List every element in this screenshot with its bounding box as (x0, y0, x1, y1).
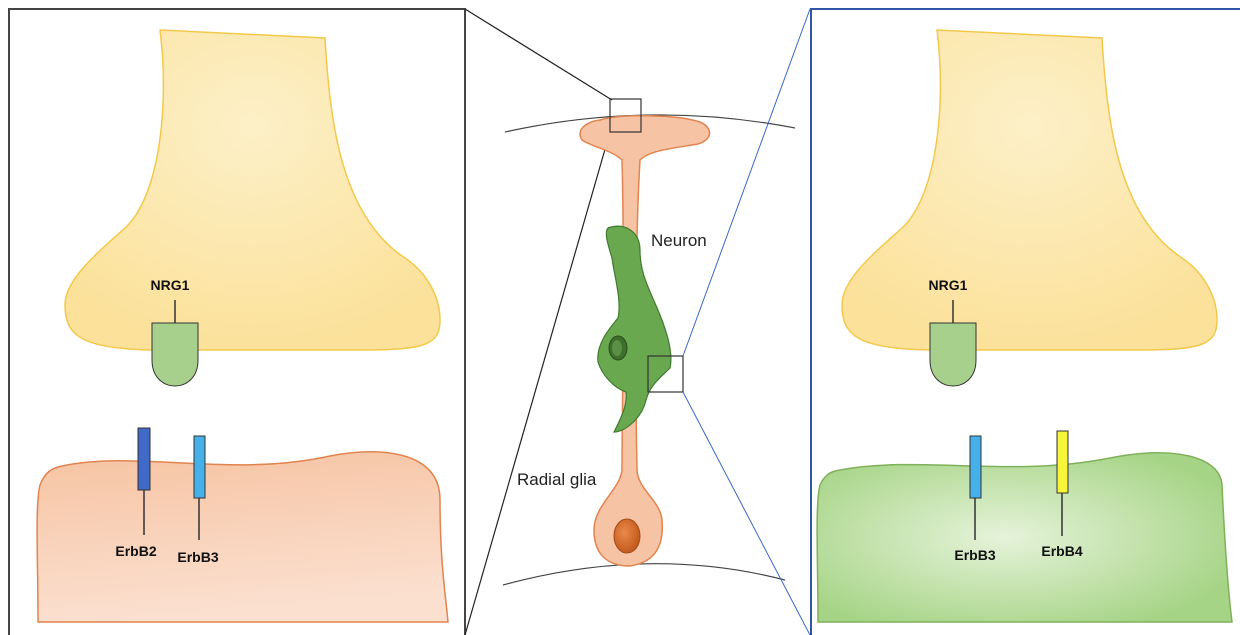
neuron-nucleolus (612, 340, 622, 356)
right-neuron-membrane (817, 453, 1232, 622)
left-erbb3-receptor (194, 436, 205, 498)
right-zoom-line-bottom (683, 392, 810, 635)
right-erbb3-label: ErbB3 (954, 547, 995, 563)
left-nrg1-label: NRG1 (151, 277, 190, 293)
right-erbb4-receptor (1057, 431, 1068, 493)
left-erbb2-receptor (138, 428, 150, 490)
right-zoom-line-top (683, 9, 810, 356)
ventricular-surface-line (503, 564, 785, 585)
right-nrg1-ligand (930, 323, 976, 386)
left-glia-membrane (37, 452, 448, 622)
migrating-neuron (598, 226, 671, 432)
right-presynaptic-terminal (842, 30, 1217, 350)
right-erbb3-receptor (970, 436, 981, 498)
left-panel: NRG1 ErbB2 ErbB3 (9, 9, 465, 635)
right-nrg1-label: NRG1 (929, 277, 968, 293)
left-zoom-line-bottom (465, 132, 610, 635)
center-panel: Neuron Radial glia (465, 9, 810, 635)
radial-glia-label: Radial glia (517, 470, 597, 489)
radial-glia-nucleus (614, 519, 640, 553)
left-erbb2-label: ErbB2 (115, 543, 156, 559)
left-presynaptic-terminal (65, 30, 440, 350)
neuron-label: Neuron (651, 231, 707, 250)
right-erbb4-label: ErbB4 (1041, 543, 1082, 559)
left-zoom-line-top (465, 9, 612, 100)
left-erbb3-label: ErbB3 (177, 549, 218, 565)
right-panel: NRG1 ErbB3 ErbB4 (811, 9, 1240, 635)
left-nrg1-ligand (152, 323, 198, 386)
